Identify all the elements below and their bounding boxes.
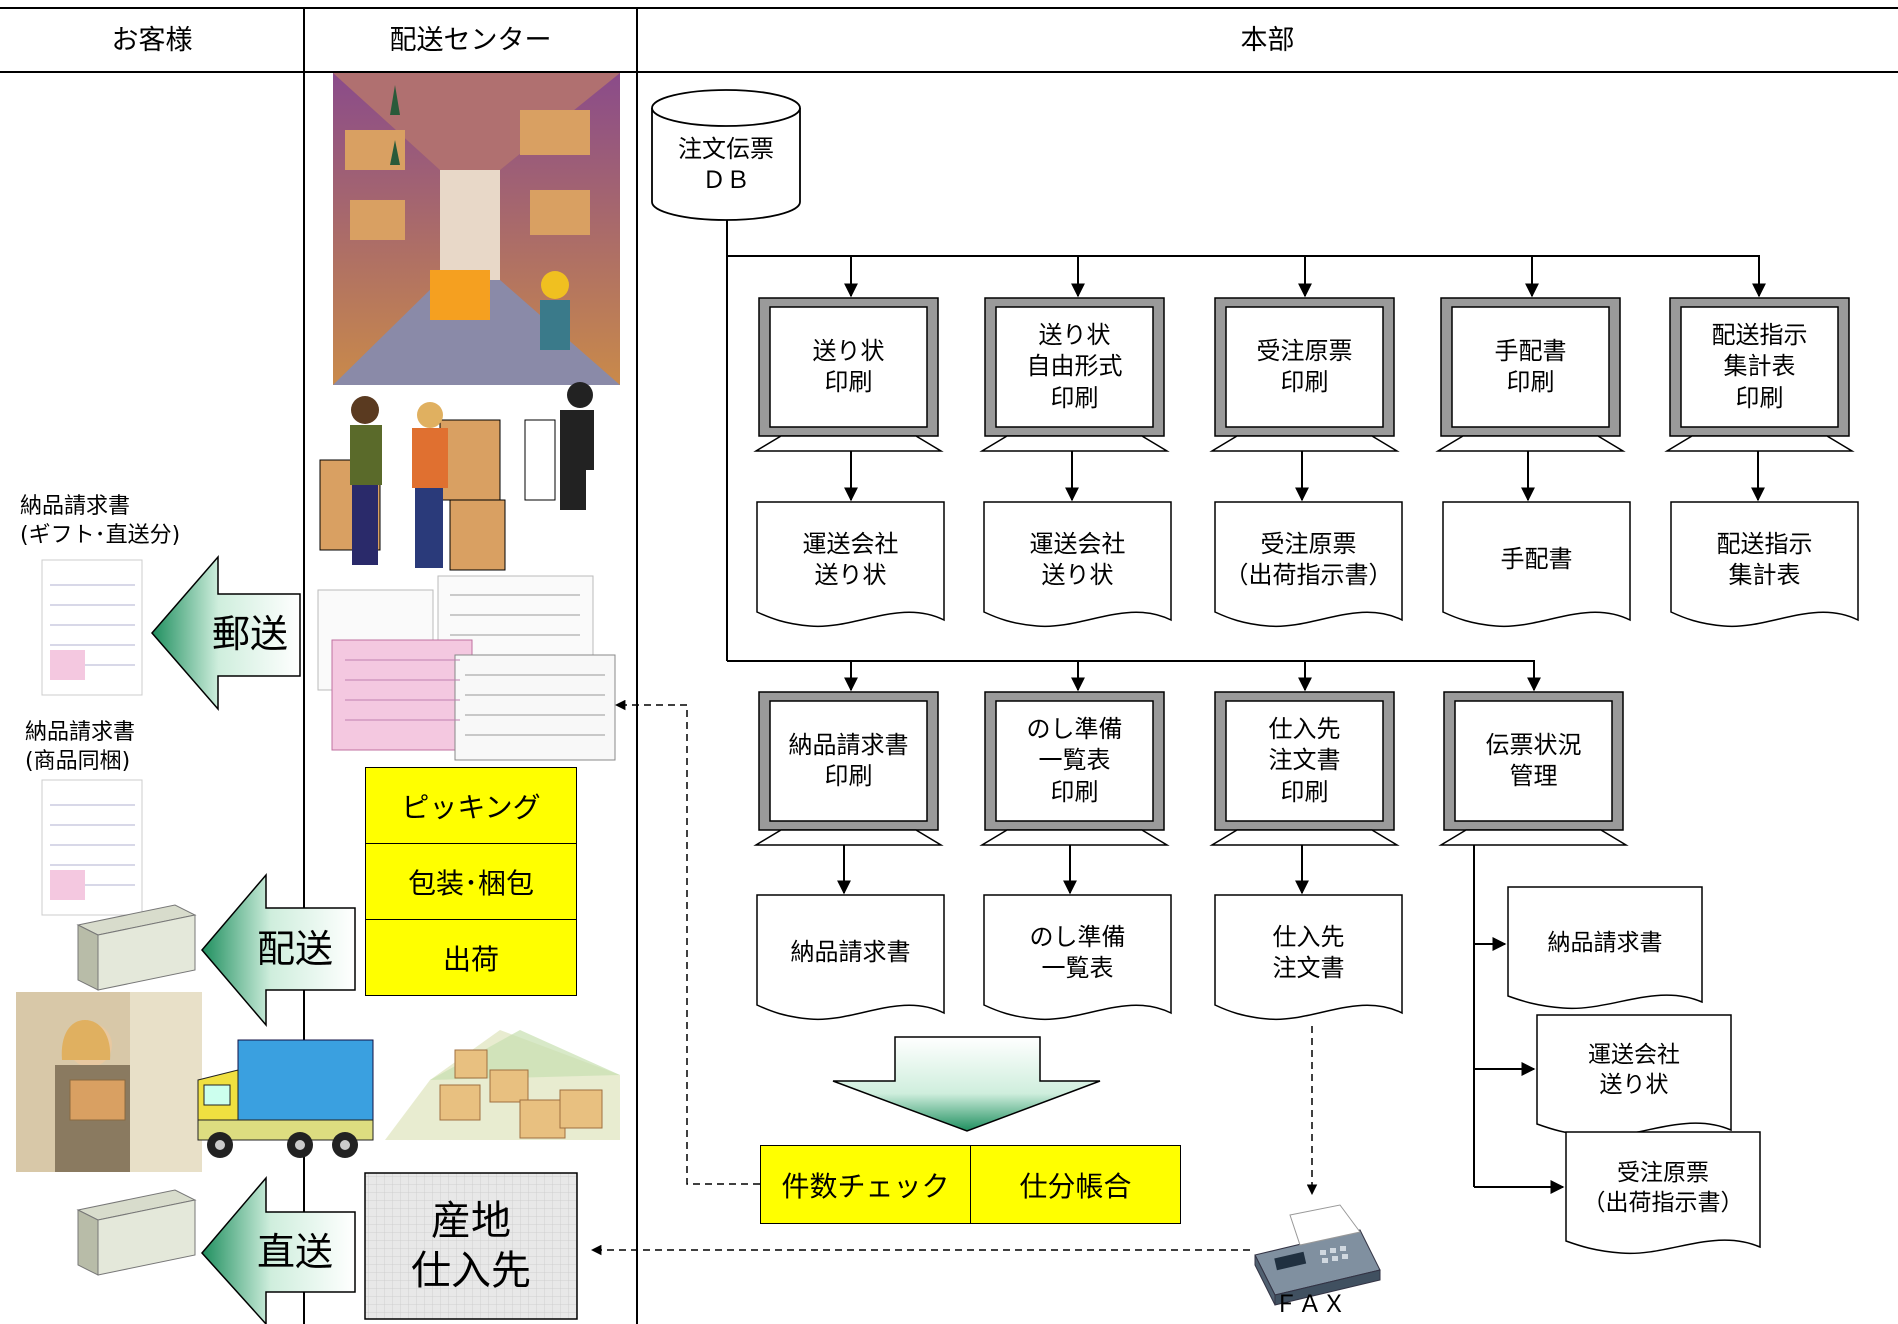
screen-label-okurijo-print: 送り状 印刷: [812, 336, 885, 396]
document-shapes-row1: [756, 501, 1859, 628]
doc-label-delivery-summary: 配送指示 集計表: [1716, 529, 1813, 589]
screen-label-order-slip-print: 受注原票 印刷: [1256, 336, 1353, 396]
screen-label-invoice-print: 納品請求書 印刷: [788, 730, 909, 790]
screen-label-okurijo-free-print: 送り状 自由形式 印刷: [1026, 321, 1123, 412]
supplier-box: [364, 1172, 578, 1320]
delivery-arrow-label: 配送: [256, 927, 333, 972]
status-doc-label-invoice: 納品請求書: [1547, 930, 1663, 957]
invoice-thumbnails: [41, 559, 143, 916]
screen-label-supplier-po-print: 仕入先 注文書 印刷: [1268, 715, 1341, 806]
doc-label-carrier-slip-2: 運送会社 送り状: [1029, 529, 1126, 589]
document-shapes-row2: [756, 894, 1403, 1021]
supplier-label: 産地 仕入先: [411, 1198, 531, 1294]
doc-label-carrier-slip-1: 運送会社 送り状: [802, 529, 899, 589]
db-cylinder-shape: [651, 89, 801, 221]
swimlane-frame: [0, 7, 1898, 1324]
left-arrow-shapes: [151, 554, 356, 1324]
parcel-boxes: [76, 904, 197, 1276]
shipping-step: 出荷: [365, 919, 577, 996]
picking-step: ピッキング: [365, 767, 577, 844]
screen-label-noshi-list-print: のし準備 一覧表 印刷: [1026, 715, 1123, 806]
fax-label: ＦＡＸ: [1274, 1290, 1346, 1319]
down-arrow-icon: [832, 1036, 1101, 1132]
workers-illustration: [319, 382, 594, 571]
doc-label-supplier-po: 仕入先 注文書: [1272, 922, 1345, 982]
packing-step: 包装･梱包: [365, 843, 577, 920]
doc-label-invoice: 納品請求書: [790, 938, 911, 967]
status-doc-label-order-slip: 受注原票 （出荷指示書）: [1582, 1160, 1744, 1216]
header-distribution-center: 配送センター: [389, 25, 552, 57]
status-document-shapes: [1507, 886, 1761, 1255]
doc-label-noshi-list: のし準備 一覧表: [1029, 922, 1126, 982]
truck-illustration: [197, 1039, 374, 1158]
header-headquarters: 本部: [1240, 25, 1295, 57]
connector-lines: [726, 220, 1766, 1194]
shipment-boxes-illustration: [385, 1030, 620, 1140]
doc-label-arrangement: 手配書: [1500, 545, 1573, 574]
count-check-box: 件数チェック: [760, 1145, 971, 1224]
fax-icon: [1254, 1204, 1381, 1306]
screen-label-delivery-summary-print: 配送指示 集計表 印刷: [1711, 321, 1808, 412]
direct-arrow-label: 直送: [256, 1230, 333, 1275]
mail-arrow-label: 郵送: [211, 612, 288, 657]
screen-label-slip-status-management: 伝票状況 管理: [1485, 730, 1582, 790]
warehouse-illustration: [333, 73, 620, 385]
sort-match-box: 仕分帳合: [970, 1145, 1181, 1224]
doc-label-order-slip: 受注原票 （出荷指示書）: [1224, 529, 1393, 589]
monitor-frames-row1: [753, 297, 1855, 452]
screen-label-arrangement-print: 手配書 印刷: [1494, 336, 1567, 396]
db-label: 注文伝票 ＤＢ: [678, 134, 774, 194]
header-customer: お客様: [111, 25, 193, 57]
delivery-photo: [16, 992, 202, 1172]
customer-doc-label-bundled: 納品請求書 (商品同梱): [25, 720, 136, 774]
dashed-connectors: [590, 699, 1318, 1256]
status-doc-label-carrier-slip: 運送会社 送り状: [1588, 1042, 1680, 1098]
forms-illustration: [317, 575, 616, 761]
monitor-frames-row2: [753, 691, 1629, 846]
customer-doc-label-gift: 納品請求書 (ギフト･直送分): [20, 494, 181, 548]
